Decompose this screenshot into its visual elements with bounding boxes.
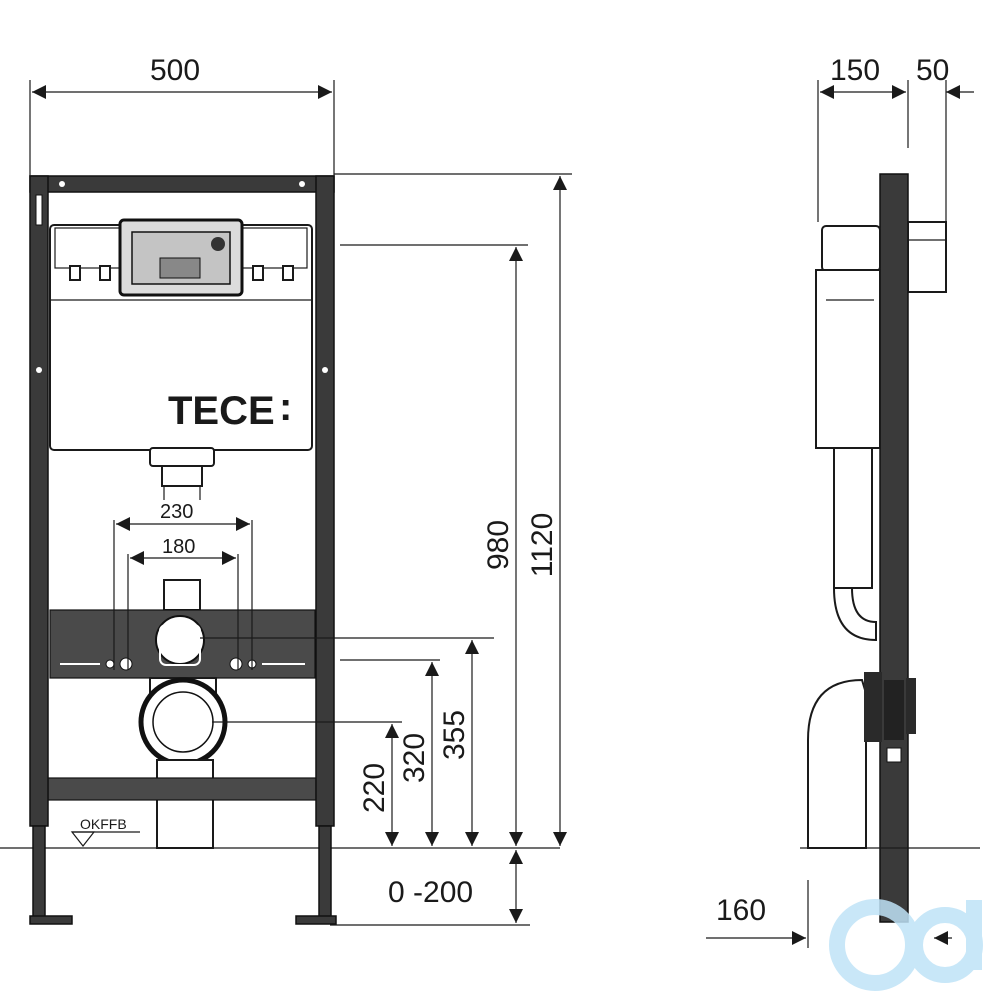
side-drain-bracket <box>906 678 916 734</box>
dim-leg-adjust: 0 -200 <box>388 876 473 909</box>
mounting-bolt-icon <box>119 657 133 671</box>
dim-spacing-outer: 230 <box>160 501 193 523</box>
dim-bolt-height: 320 <box>398 733 431 783</box>
lid-clip <box>252 265 264 281</box>
front-view: TECE : <box>0 54 572 926</box>
right-foot <box>295 915 337 925</box>
frame-top-bar <box>29 175 335 193</box>
flush-connection-ring <box>155 615 205 665</box>
brand-logo-mark: : <box>279 385 292 429</box>
left-foot <box>29 915 73 925</box>
side-frame-bracket <box>884 680 904 740</box>
lid-clip <box>69 265 81 281</box>
frame-slot <box>35 194 43 226</box>
floor-level-icon <box>70 831 96 847</box>
dim-side-depth: 150 <box>830 54 880 87</box>
dim-spacing-inner: 180 <box>162 536 195 558</box>
cd-logo-icon <box>829 899 983 991</box>
side-flush-pipe <box>833 447 873 589</box>
side-flush-box <box>907 221 947 293</box>
side-frame-mark <box>886 747 902 763</box>
dim-total-height: 1120 <box>526 513 559 578</box>
dim-cistern-height: 980 <box>482 520 515 570</box>
flush-pipe-head <box>149 447 215 467</box>
frame-hole <box>299 181 305 187</box>
flush-valve-icon <box>211 237 225 251</box>
left-leg <box>32 825 46 919</box>
side-frame-profile <box>879 173 909 923</box>
frame-right-post <box>315 175 335 827</box>
side-view: 150 50 160 <box>706 54 983 991</box>
right-leg <box>318 825 332 919</box>
side-cistern <box>821 225 881 272</box>
dim-drain-height: 220 <box>358 763 391 813</box>
lid-clip <box>282 265 294 281</box>
mounting-bolt-icon <box>105 659 115 669</box>
flush-pipe-lower <box>163 579 201 611</box>
dim-pipe-height: 355 <box>438 710 471 760</box>
frame-left-post <box>29 175 49 827</box>
flush-valve-block <box>159 257 201 279</box>
dim-frame-width: 500 <box>150 54 200 87</box>
brand-logo: TECE <box>168 389 275 433</box>
frame-hole <box>36 367 42 373</box>
floor-level-label: OKFFB <box>80 816 127 832</box>
side-flush-bend <box>832 587 877 642</box>
mounting-bolt-icon <box>229 657 243 671</box>
dim-foot-depth: 160 <box>716 894 766 927</box>
flush-pipe-neck <box>161 465 203 487</box>
frame-hole <box>322 367 328 373</box>
drain-pipe-lower <box>156 759 214 849</box>
flush-connection-frame <box>159 624 201 666</box>
drain-pipe-inner <box>152 691 214 753</box>
frame-hole <box>59 181 65 187</box>
lower-crossbeam <box>47 777 317 801</box>
side-drain-seal <box>864 672 882 742</box>
lid-clip <box>99 265 111 281</box>
dim-side-offset: 50 <box>916 54 949 87</box>
side-cistern-body <box>815 269 881 449</box>
